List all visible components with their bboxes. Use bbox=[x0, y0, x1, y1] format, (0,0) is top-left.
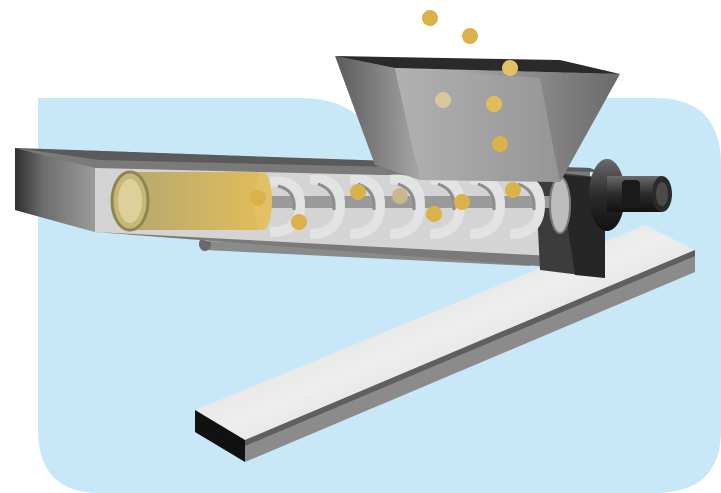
material-particle bbox=[291, 214, 307, 230]
material-particle bbox=[454, 194, 470, 210]
material-particle bbox=[492, 136, 508, 152]
material-particle bbox=[250, 190, 266, 206]
material-particle bbox=[422, 10, 438, 26]
material-particle bbox=[426, 206, 442, 222]
material-particle bbox=[502, 60, 518, 76]
material-particle bbox=[486, 96, 502, 112]
material-particle bbox=[505, 182, 521, 198]
material-particle bbox=[435, 92, 451, 108]
material-particle bbox=[462, 28, 478, 44]
material-particle bbox=[392, 188, 408, 204]
material-particle bbox=[350, 184, 366, 200]
material-plug bbox=[112, 172, 272, 230]
